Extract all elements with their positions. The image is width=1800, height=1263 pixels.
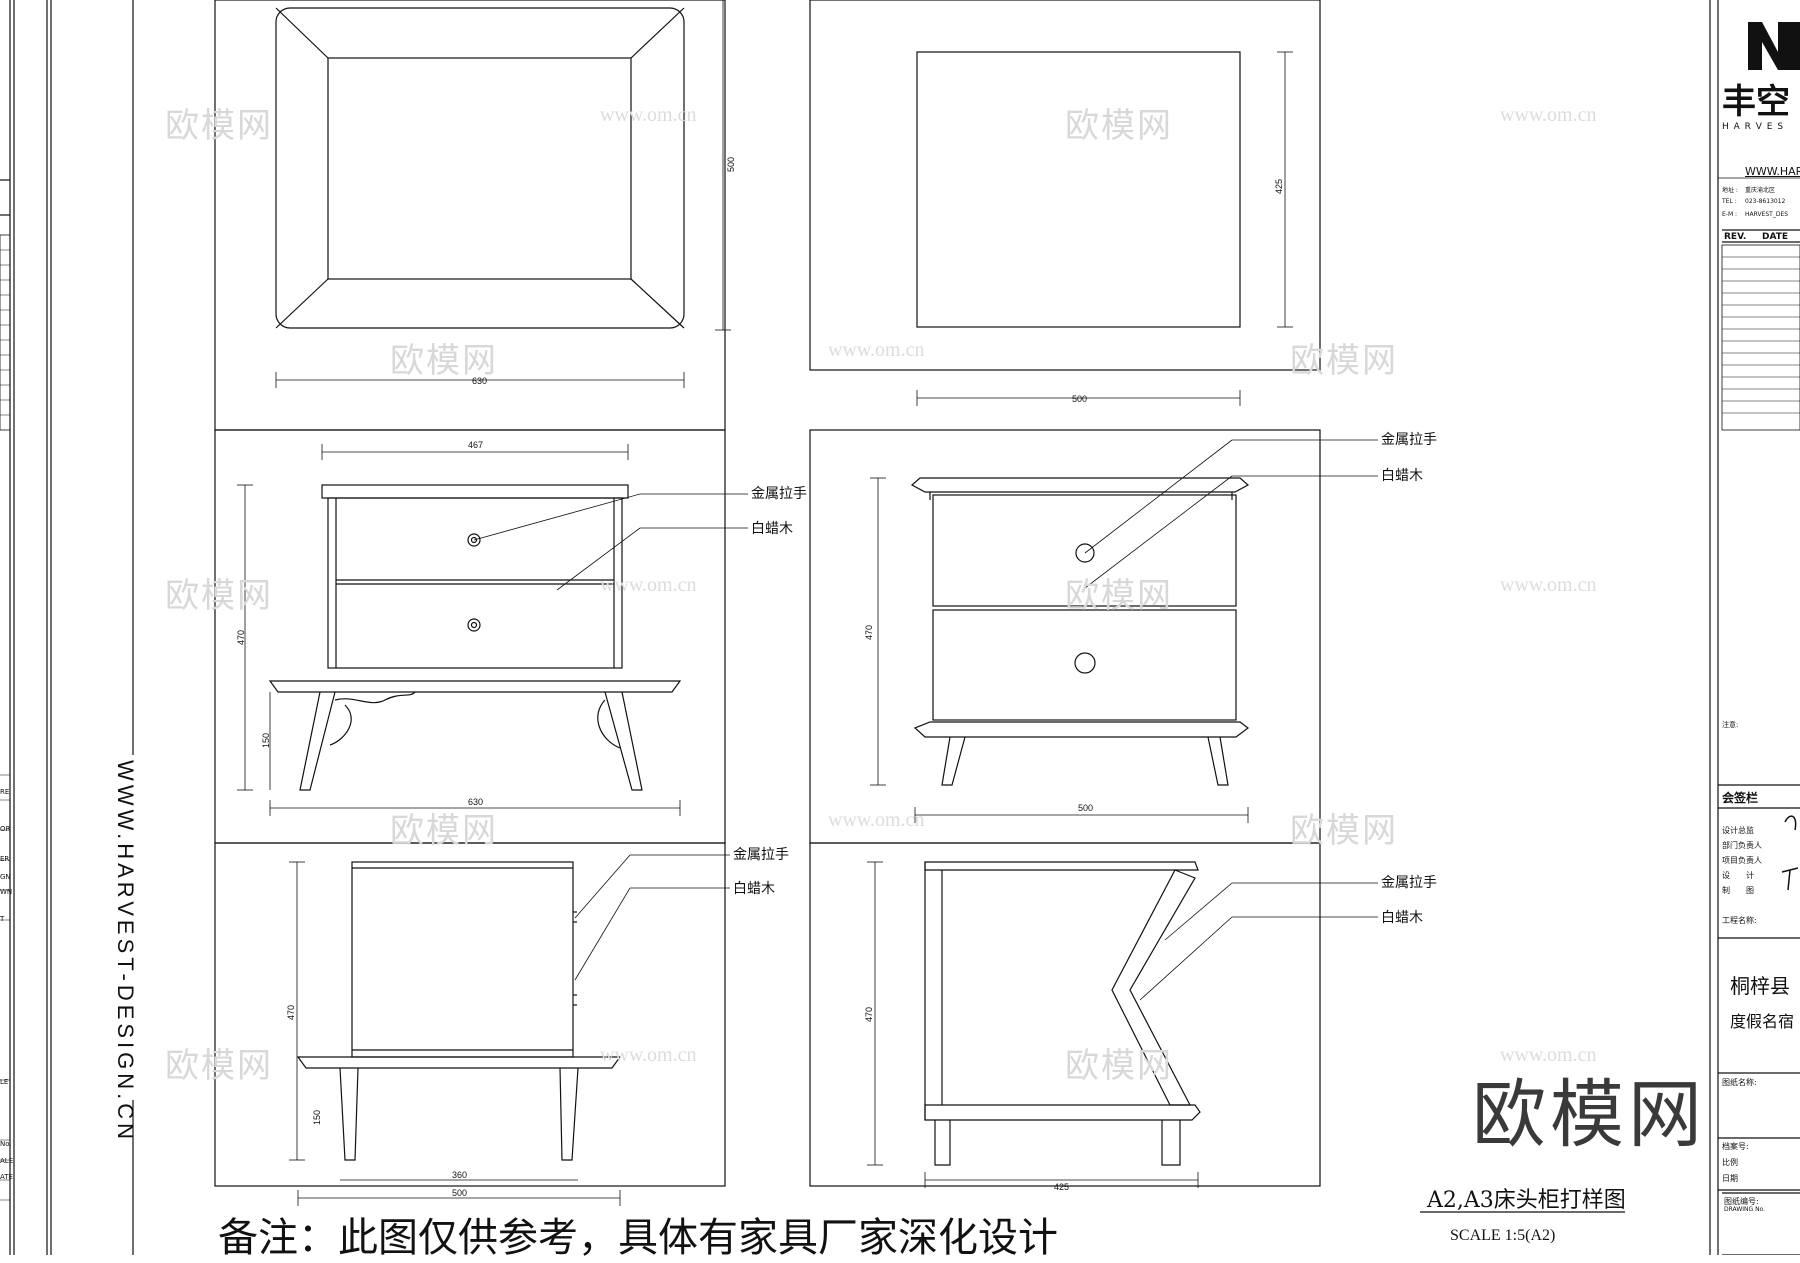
email-value: HARVEST_DES xyxy=(1745,211,1789,218)
left-strip-text: ALE xyxy=(0,1157,14,1165)
dim-top2-depth: 425 xyxy=(1274,179,1284,194)
label-white-ash-side2: 白蜡木 xyxy=(1381,910,1423,926)
date-header: DATE xyxy=(1762,232,1789,242)
watermark-brand: 欧模网 xyxy=(1065,576,1173,616)
watermark-brand: 欧模网 xyxy=(1290,341,1398,381)
watermark-brand: 欧模网 xyxy=(165,1046,273,1086)
tel-label: TEL : xyxy=(1722,198,1737,205)
vertical-website-url: WWW.HARVEST-DESIGN.CN xyxy=(113,760,138,1144)
footnote: 备注：此图仅供参考，具体有家具厂家深化设计 xyxy=(218,1215,1058,1261)
watermark-url: www.om.cn xyxy=(1500,1044,1597,1066)
logo-subtitle: H A R V E S xyxy=(1722,122,1785,132)
label-white-ash-front1: 白蜡木 xyxy=(751,521,793,537)
company-website: WWW.HAR xyxy=(1745,165,1800,178)
left-strip-text: GN xyxy=(0,873,11,881)
watermark-url: www.om.cn xyxy=(828,339,925,361)
address-value: 重庆渝北区 xyxy=(1745,187,1776,194)
drawing-title: A2,A3床头柜打样图 xyxy=(1426,1188,1626,1213)
sign-row: 设计总监 xyxy=(1722,826,1754,835)
rev-header: REV. xyxy=(1724,232,1747,242)
label-white-ash-front2: 白蜡木 xyxy=(1381,468,1423,484)
dim-front1-base-width: 630 xyxy=(468,797,483,807)
email-label: E-M : xyxy=(1722,211,1738,218)
label-white-ash-side1: 白蜡木 xyxy=(733,881,775,897)
left-strip-text: WN xyxy=(0,888,13,896)
label-metal-handle-front2: 金属拉手 xyxy=(1381,432,1437,448)
dim-front1-height: 470 xyxy=(236,630,246,645)
dim-top2-width: 500 xyxy=(1072,394,1087,404)
label-metal-handle-front1: 金属拉手 xyxy=(751,486,807,502)
dim-front2-height: 470 xyxy=(864,625,874,640)
watermark-brand: 欧模网 xyxy=(390,811,498,851)
dim-front1-leg-height: 150 xyxy=(261,733,271,748)
logo-text: 丰空 xyxy=(1722,82,1790,122)
watermark-brand: 欧模网 xyxy=(1065,106,1173,146)
ratio-label: 比例 xyxy=(1722,1158,1738,1167)
file-no-label: 档案号: xyxy=(1722,1142,1749,1151)
sign-rows: 设计总监 部门负责人 项目负责人 设 计 制 图 xyxy=(1722,823,1762,898)
project-line2: 度假名宿 xyxy=(1730,1012,1795,1031)
drawing-name-label: 图纸名称: xyxy=(1722,1078,1757,1087)
sign-row: 制 图 xyxy=(1722,886,1754,895)
left-strip-text: RE xyxy=(0,788,10,796)
watermark-url: www.om.cn xyxy=(1500,574,1597,596)
dim-side1-inner: 360 xyxy=(452,1170,467,1180)
sign-row: 项目负责人 xyxy=(1722,856,1762,865)
left-strip-text: T xyxy=(0,915,5,923)
watermark-url: www.om.cn xyxy=(828,809,925,831)
dim-front1-top-width: 467 xyxy=(468,440,483,450)
watermark-brand: 欧模网 xyxy=(1065,1046,1173,1086)
watermark-brand: 欧模网 xyxy=(165,576,273,616)
notes-label: 注意: xyxy=(1722,721,1739,729)
sign-row: 部门负责人 xyxy=(1722,841,1762,850)
watermark-url: www.om.cn xyxy=(600,574,697,596)
scale-text: SCALE 1:5(A2) xyxy=(1450,1227,1555,1244)
project-label: 工程名称: xyxy=(1722,916,1757,925)
address-label: 地址 : xyxy=(1722,187,1738,194)
sign-row: 设 计 xyxy=(1722,871,1754,880)
watermark-url: www.om.cn xyxy=(600,104,697,126)
drawing-no-en-label: DRAWING No. xyxy=(1724,1206,1766,1213)
tel-value: 023-8613012 xyxy=(1745,198,1786,205)
left-strip-text: ER xyxy=(0,855,10,863)
date-label: 日期 xyxy=(1722,1174,1738,1183)
watermark-brand: 欧模网 xyxy=(1290,811,1398,851)
dim-top1-width: 630 xyxy=(472,376,487,386)
dim-side1-leg-height: 150 xyxy=(312,1110,322,1125)
left-strip-text: ATE xyxy=(0,1173,13,1181)
label-metal-handle-side1: 金属拉手 xyxy=(733,847,789,863)
dim-side2-base: 425 xyxy=(1054,1182,1069,1192)
dim-side2-height: 470 xyxy=(864,1007,874,1022)
dim-top1-depth: 500 xyxy=(726,157,736,172)
sign-title: 会签栏 xyxy=(1722,791,1759,805)
watermark-brand: 欧模网 xyxy=(390,341,498,381)
left-strip-text: LE xyxy=(0,1078,9,1086)
watermark-url: www.om.cn xyxy=(600,1044,697,1066)
project-line1: 桐梓县 xyxy=(1730,974,1790,998)
dim-front2-base-width: 500 xyxy=(1078,803,1093,813)
drawing-no-label: 图纸编号: xyxy=(1724,1197,1759,1206)
left-strip-text: No. xyxy=(0,1140,12,1148)
brand-logo xyxy=(1748,22,1800,70)
watermark-url: www.om.cn xyxy=(1500,104,1597,126)
left-strip-text: OR xyxy=(0,825,11,833)
dim-side1-base: 500 xyxy=(452,1188,467,1198)
label-metal-handle-side2: 金属拉手 xyxy=(1381,875,1437,891)
watermark-brand: 欧模网 xyxy=(165,106,273,146)
big-watermark: 欧模网 xyxy=(1472,1072,1706,1158)
dim-side1-height: 470 xyxy=(286,1005,296,1020)
